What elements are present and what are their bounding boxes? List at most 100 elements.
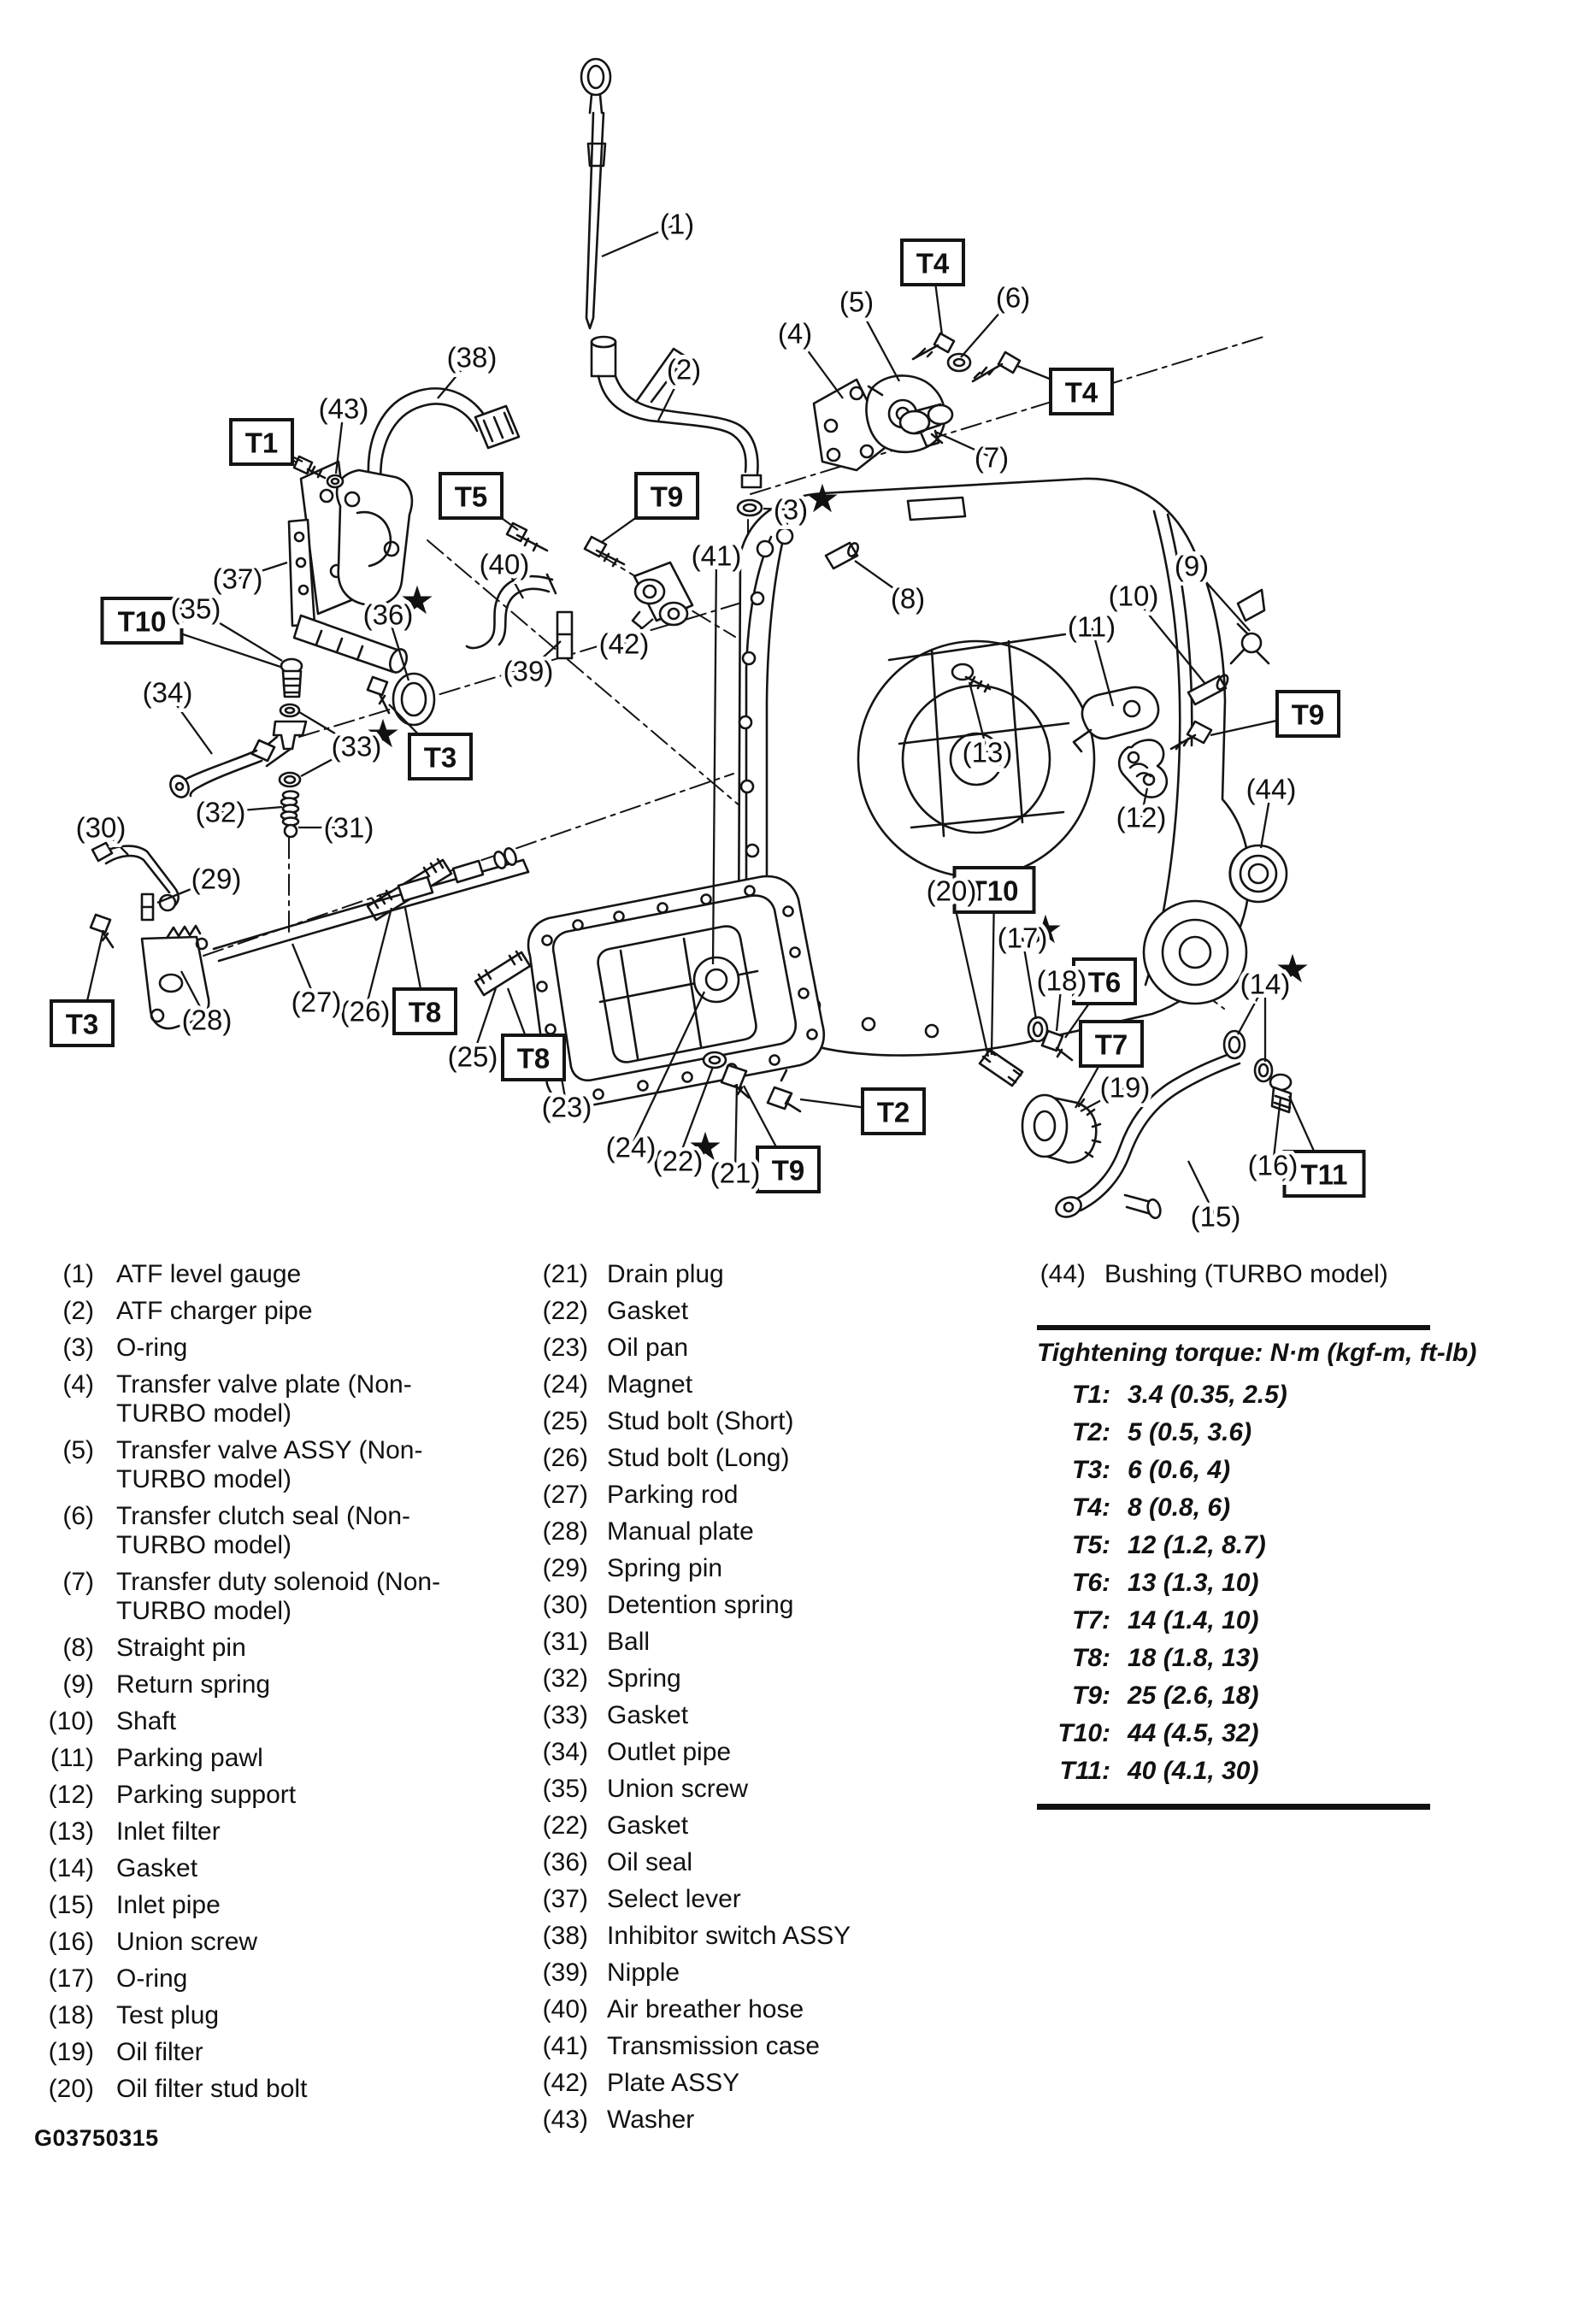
legend-item: (28)Manual plate — [513, 1517, 979, 1546]
legend-item-number: (22) — [542, 1811, 588, 1840]
legend-item: (41)Transmission case — [513, 2032, 979, 2061]
legend-item: (27)Parking rod — [513, 1481, 979, 1510]
legend-item-text: Stud bolt (Long) — [607, 1444, 790, 1472]
callout-label-14: (14) — [1240, 969, 1291, 1000]
callout-label-24: (24) — [606, 1132, 657, 1163]
legend-item-number: (8) — [62, 1634, 94, 1662]
legend-item: (13)Inlet filter — [34, 1817, 509, 1847]
torque-row-label: T6: — [1072, 1569, 1110, 1597]
legend-item: (22)Gasket — [513, 1811, 979, 1841]
torque-row: T4:8 (0.8, 6) — [1037, 1489, 1430, 1527]
torque-box-T1: T1 — [229, 418, 294, 466]
legend-item-number: (20) — [48, 2075, 94, 2103]
legend-item-number: (22) — [542, 1297, 588, 1325]
torque-box-T4: T4 — [900, 239, 965, 286]
legend-item-text: Detention spring — [607, 1591, 794, 1619]
legend-item: (31)Ball — [513, 1628, 979, 1657]
legend-item-number: (42) — [542, 2069, 588, 2097]
legend-item-number: (2) — [62, 1297, 94, 1325]
legend-item-text: Spring — [607, 1664, 681, 1693]
legend-item-text: Oil seal — [607, 1848, 693, 1876]
torque-row-value: 12 (1.2, 8.7) — [1128, 1531, 1266, 1559]
torque-row: T3: 6 (0.6, 4) — [1037, 1452, 1430, 1489]
legend-item-number: (18) — [48, 2001, 94, 2029]
torque-box-T3: T3 — [408, 733, 473, 780]
legend-item: (29) Spring pin — [513, 1554, 979, 1583]
legend-item-number: (25) — [542, 1407, 588, 1435]
legend-item-number: (36) — [542, 1848, 588, 1876]
legend-item: (15)Inlet pipe — [34, 1891, 509, 1920]
svg-text:T9: T9 — [651, 481, 684, 513]
parts-legend-column-1: (1)ATF level gauge(2)ATF charger pipe(3)… — [34, 1260, 509, 2112]
legend-item: (35) Union screw — [513, 1775, 979, 1804]
legend-item-number: (44) — [1039, 1260, 1086, 1288]
legend-item: (30) Detention spring — [513, 1591, 979, 1620]
callout-label-42: (42) — [599, 628, 650, 660]
legend-item-text: Spring pin — [607, 1554, 723, 1582]
legend-item-number: (30) — [542, 1591, 588, 1619]
legend-item-number: (23) — [542, 1334, 588, 1362]
svg-text:T9: T9 — [772, 1155, 805, 1187]
torque-row-value: 6 (0.6, 4) — [1128, 1456, 1231, 1484]
legend-item-text: Test plug — [116, 2001, 220, 2029]
callout-label-17: (17) — [998, 922, 1048, 954]
callout-label-37: (37) — [213, 563, 263, 595]
legend-item-number: (31) — [542, 1628, 588, 1656]
svg-text:T6: T6 — [1088, 967, 1122, 998]
legend-item-text: Oil pan — [607, 1334, 689, 1362]
legend-item-number: (29) — [542, 1554, 588, 1582]
torque-row: T1:3.4 (0.35, 2.5) — [1037, 1376, 1430, 1414]
callout-label-25: (25) — [448, 1041, 498, 1073]
svg-text:T7: T7 — [1095, 1029, 1128, 1061]
legend-item: (34)Outlet pipe — [513, 1738, 979, 1767]
legend-item-number: (35) — [542, 1775, 588, 1803]
legend-item: (20)Oil filter stud bolt — [34, 2075, 509, 2104]
torque-row-label: T3: — [1072, 1456, 1110, 1484]
torque-row-label: T5: — [1072, 1531, 1110, 1559]
torque-table-rows: T1:3.4 (0.35, 2.5)T2:5 (0.5, 3.6)T3:6 (0… — [1037, 1376, 1430, 1790]
callout-label-19: (19) — [1100, 1072, 1151, 1104]
star-icon: ★ — [687, 1124, 722, 1169]
legend-item-text: Oil filter — [116, 2038, 203, 2066]
legend-item: (3)O-ring — [34, 1334, 509, 1363]
legend-item-text: Inhibitor switch ASSY — [607, 1922, 851, 1950]
legend-item-text: Outlet pipe — [607, 1738, 732, 1766]
callout-label-9: (9) — [1175, 551, 1209, 582]
legend-item-text: Drain plug — [607, 1260, 724, 1288]
star-icon: ★ — [399, 578, 434, 622]
legend-item-text: Select lever — [607, 1885, 741, 1913]
callout-label-1: (1) — [660, 209, 694, 240]
legend-item-number: (17) — [48, 1964, 94, 1993]
legend-item: (8)Straight pin — [34, 1634, 509, 1663]
legend-item-text: Transfer clutch seal (Non-TURBO model) — [116, 1502, 411, 1559]
callout-label-41: (41) — [692, 540, 742, 572]
star-icon: ★ — [365, 711, 400, 756]
legend-item: (16)Union screw — [34, 1928, 509, 1957]
legend-item-number: (15) — [48, 1891, 94, 1919]
legend-item-text: Shaft — [116, 1707, 177, 1735]
legend-item-text: Union screw — [607, 1775, 749, 1803]
legend-item-text: Nipple — [607, 1958, 680, 1987]
torque-box-T8: T8 — [501, 1034, 566, 1081]
legend-item: (25)Stud bolt (Short) — [513, 1407, 979, 1436]
legend-item-text: Gasket — [607, 1297, 689, 1325]
legend-item: (33)Gasket — [513, 1701, 979, 1730]
exploded-parts-diagram: ★★★★★★ T1T4T4T5T9T10T3T9T10T6T7T2T9T8T8T… — [50, 57, 1366, 1233]
legend-item-text: Bushing (TURBO model) — [1104, 1260, 1388, 1288]
callout-label-32: (32) — [196, 797, 246, 828]
callout-label-12: (12) — [1116, 802, 1167, 833]
callout-label-13: (13) — [963, 737, 1013, 769]
torque-table-title: Tightening torque: N·m (kgf-m, ft-lb) — [1037, 1339, 1477, 1367]
torque-box-T9: T9 — [634, 472, 699, 520]
legend-item-number: (26) — [542, 1444, 588, 1472]
legend-item-text: O-ring — [116, 1964, 188, 1993]
legend-item-text: Plate ASSY — [607, 2069, 740, 2097]
callout-label-27: (27) — [292, 987, 342, 1018]
svg-text:T2: T2 — [877, 1097, 910, 1128]
legend-item: (21)Drain plug — [513, 1260, 979, 1289]
legend-item: (23) Oil pan — [513, 1334, 979, 1363]
torque-box-T3: T3 — [50, 999, 115, 1047]
star-marks: ★★★★★★ — [365, 476, 1310, 1169]
figure-code: G03750315 — [34, 2125, 159, 2151]
